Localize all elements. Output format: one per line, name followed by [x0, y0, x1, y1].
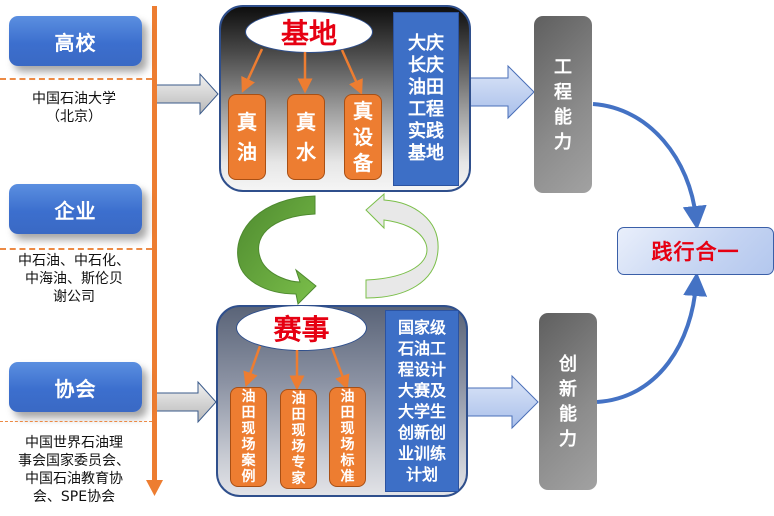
base-item-label: 真设备	[353, 99, 373, 175]
outcome-engineering-ability: 工 程 能 力	[534, 16, 592, 193]
stakeholder-association-desc: 中国世界石油理 事会国家委员会、 中国石油教育协 会、SPE协会	[4, 434, 144, 506]
cycle-arrow-green	[237, 195, 317, 306]
side-label-line: 程设计	[397, 360, 446, 379]
side-label-line: 计划	[405, 465, 438, 484]
base-item-label: 真油	[237, 110, 257, 164]
curve-arrow-innovation	[596, 272, 708, 404]
competition-side-label: 国家级 石油工 程设计 大赛及 大学生 创新创 业训练 计划	[385, 310, 459, 492]
timeline-line	[152, 6, 157, 484]
stakeholder-enterprise: 企业	[9, 184, 142, 234]
desc-line: （北京）	[46, 109, 102, 125]
divider-association	[0, 421, 152, 422]
base-item-real-equipment: 真设备	[344, 94, 382, 180]
outcome-char: 新	[559, 378, 577, 400]
outcome-innovation-ability: 创 新 能 力	[539, 313, 597, 490]
side-label-line: 油田	[408, 77, 444, 98]
desc-line: 中石油、中石化、	[18, 253, 130, 269]
base-side-label: 大庆 长庆 油田 工程 实践 基地	[393, 12, 459, 186]
side-label-line: 业训练	[397, 444, 446, 463]
base-item-label: 真水	[296, 110, 316, 164]
side-label-line: 石油工	[397, 339, 446, 358]
desc-line: 事会国家委员会、	[18, 453, 130, 469]
side-label-line: 大学生	[397, 402, 446, 421]
side-label-line: 长庆	[408, 55, 444, 76]
base-item-real-oil: 真油	[228, 94, 266, 180]
competition-item-field-cases: 油田现场案例	[230, 387, 267, 487]
stakeholder-university-desc: 中国石油大学 （北京）	[4, 90, 144, 126]
side-label-line: 工程	[408, 99, 444, 120]
gray-arrow-top	[154, 72, 219, 116]
desc-line: 中国石油教育协	[25, 471, 123, 487]
desc-line: 中国石油大学	[32, 91, 116, 107]
divider-enterprise	[0, 248, 152, 250]
desc-line: 谢公司	[53, 289, 95, 305]
desc-line: 中海油、斯伦贝	[25, 271, 123, 287]
stakeholder-enterprise-desc: 中石油、中石化、 中海油、斯伦贝 谢公司	[4, 252, 144, 306]
competition-item-field-experts: 油田现场专家	[280, 389, 317, 489]
blue-arrow-bottom	[465, 374, 539, 430]
stakeholder-association: 协会	[9, 362, 142, 412]
side-label-line: 大赛及	[397, 381, 446, 400]
side-label-line: 基地	[408, 143, 444, 164]
goal-box: 践行合一	[617, 227, 774, 275]
side-label-line: 大庆	[408, 33, 444, 54]
curve-arrow-engineering	[592, 102, 707, 230]
divider-university	[0, 78, 152, 80]
outcome-char: 创	[559, 353, 577, 375]
side-label-line: 实践	[408, 121, 444, 142]
competition-panel-title: 赛事	[236, 305, 367, 351]
competition-item-label: 油田现场案例	[241, 389, 256, 485]
competition-item-field-standards: 油田现场标准	[329, 387, 366, 487]
blue-arrow-top	[467, 64, 535, 120]
competition-item-label: 油田现场专家	[291, 391, 306, 487]
side-label-line: 国家级	[397, 318, 446, 337]
outcome-char: 力	[554, 131, 572, 153]
desc-line: 会、SPE协会	[32, 489, 116, 505]
desc-line: 中国世界石油理	[25, 435, 123, 451]
base-panel-title: 基地	[245, 11, 373, 53]
outcome-char: 能	[554, 106, 572, 128]
competition-item-label: 油田现场标准	[340, 389, 355, 485]
stakeholder-university: 高校	[9, 16, 142, 66]
outcome-char: 工	[554, 56, 572, 78]
outcome-char: 能	[559, 403, 577, 425]
cycle-arrow-outline	[365, 192, 439, 299]
gray-arrow-bottom	[154, 380, 217, 424]
side-label-line: 创新创	[397, 423, 446, 442]
outcome-char: 程	[554, 81, 572, 103]
outcome-char: 力	[559, 428, 577, 450]
base-item-real-water: 真水	[287, 94, 325, 180]
